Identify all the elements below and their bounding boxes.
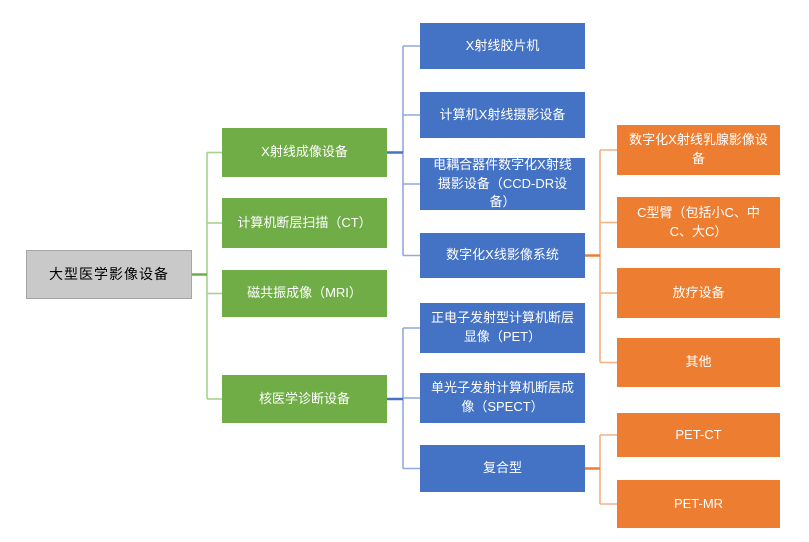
node-xray-film-machine: X射线胶片机 [420,23,585,69]
node-xray-imaging: X射线成像设备 [222,128,387,177]
node-root: 大型医学影像设备 [26,250,192,299]
node-computed-radiography: 计算机X射线摄影设备 [420,92,585,138]
node-spect: 单光子发射计算机断层成像（SPECT） [420,373,585,423]
node-nuclear-medicine: 核医学诊断设备 [222,375,387,423]
node-ccd-dr: 电耦合器件数字化X射线摄影设备（CCD-DR设备） [420,157,585,210]
node-composite: 复合型 [420,445,585,492]
node-radiotherapy: 放疗设备 [617,268,780,318]
node-other: 其他 [617,338,780,387]
node-pet: 正电子发射型计算机断层显像（PET） [420,303,585,353]
node-c-arm: C型臂（包括小C、中C、大C） [617,197,780,248]
node-mri: 磁共振成像（MRI） [222,270,387,317]
node-digital-xray-system: 数字化X线影像系统 [420,233,585,278]
node-pet-mr: PET-MR [617,480,780,528]
node-pet-ct: PET-CT [617,413,780,457]
node-ct: 计算机断层扫描（CT） [222,198,387,248]
node-mammography: 数字化X射线乳腺影像设备 [617,125,780,175]
